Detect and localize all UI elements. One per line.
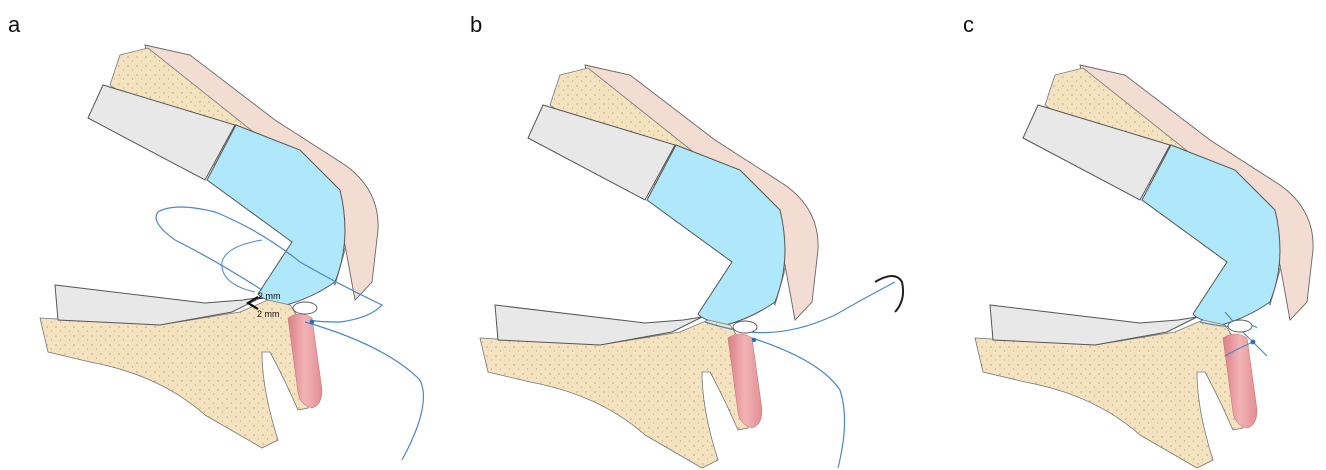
- panel-b-suture-tail: [752, 338, 845, 468]
- panel-a-diagram: 2 mm 2 mm: [40, 45, 423, 460]
- panel-a-annotation-lower: 2 mm: [257, 309, 280, 319]
- panel-a-knot: [310, 320, 314, 324]
- needle-icon: [875, 276, 903, 312]
- panel-a-suture-tail: [305, 322, 423, 460]
- panel-c-anatomy: [975, 65, 1313, 468]
- panel-c-diagram: [975, 65, 1313, 468]
- panel-a-loop: [293, 302, 317, 314]
- panel-b-diagram: [480, 65, 903, 468]
- panel-a-anatomy: [40, 45, 378, 448]
- panel-b-knot: [752, 338, 756, 342]
- panel-b-loop: [733, 321, 757, 333]
- panel-b-anatomy: [480, 65, 818, 468]
- panel-c-loop: [1228, 320, 1252, 332]
- panel-c-knot: [1251, 340, 1256, 345]
- panel-a-annotation-upper: 2 mm: [258, 291, 281, 301]
- panel-a-suture-back: [222, 240, 262, 292]
